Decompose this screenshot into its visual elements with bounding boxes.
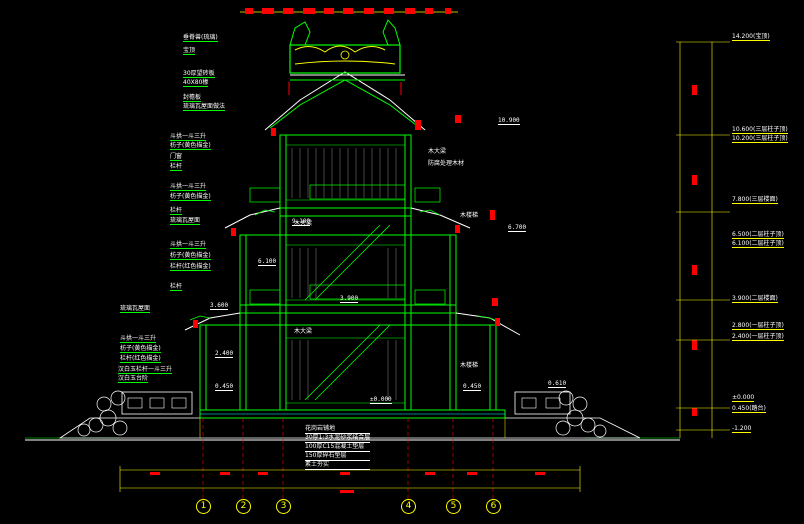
axis-bubble: 6 xyxy=(486,499,501,514)
left-label: 斗拱一斗三升 xyxy=(170,133,207,141)
level-mark: 2.400 xyxy=(215,350,234,358)
right-level: 10.200(三层柱子顶) xyxy=(732,135,788,143)
center-note: 木大梁 xyxy=(294,220,313,227)
right-level: 2.400(一层柱子顶) xyxy=(732,333,784,341)
right-level: 0.450(踏台) xyxy=(732,405,766,413)
left-label: 宝顶 xyxy=(183,47,196,55)
left-label: 栏杆(红色描金) xyxy=(170,263,211,271)
level-mark: 0.610 xyxy=(548,380,567,388)
right-level: ±0.000 xyxy=(732,394,755,402)
axis-bubble: 5 xyxy=(446,499,461,514)
building-section xyxy=(199,134,497,411)
left-label: 琉璃瓦屋面做法 xyxy=(183,103,226,111)
center-note: 木楼梯 xyxy=(460,362,479,369)
axis-bubble: 1 xyxy=(196,499,211,514)
right-level: 6.100(二层柱子顶) xyxy=(732,240,784,248)
right-level: -1.200 xyxy=(732,425,752,433)
left-label: 枋子(黄色描金) xyxy=(170,252,211,260)
left-label: 汉白玉栏杆一斗三升 xyxy=(118,366,173,374)
center-note: 木楼梯 xyxy=(460,212,479,219)
level-mark: 10.900 xyxy=(498,117,520,125)
bottom-dim-ticks xyxy=(150,472,545,493)
right-level: 10.600(三层柱子顶) xyxy=(732,126,788,134)
left-label: 40X80椽 xyxy=(183,79,209,87)
right-level: 2.800(一层柱子顶) xyxy=(732,322,784,330)
right-level: 14.200(宝顶) xyxy=(732,33,770,41)
right-level: 6.500(二层柱子顶) xyxy=(732,231,784,239)
axis-bubble: 4 xyxy=(401,499,416,514)
eave-brackets xyxy=(193,115,500,328)
left-label: 垂脊兽(琉璃) xyxy=(183,34,218,42)
left-label: 琉璃瓦屋面 xyxy=(120,305,151,313)
left-label: 栏杆 xyxy=(170,283,183,291)
center-note: 木大梁 xyxy=(428,148,447,155)
base-note: 素土夯实 xyxy=(305,461,371,470)
level-mark: ±0.000 xyxy=(370,396,392,404)
left-label: 琉璃瓦屋面 xyxy=(170,217,201,225)
right-level: 7.800(三层楼面) xyxy=(732,196,778,204)
base-note: 150厚碎石垫层 xyxy=(305,452,371,461)
base-note: 花岗岩铺地 xyxy=(305,425,371,434)
left-label: 门窗 xyxy=(170,153,183,161)
left-label: 斗拱一斗三升 xyxy=(170,241,207,249)
bottom-dimensions xyxy=(119,466,581,492)
level-mark: 3.600 xyxy=(210,302,229,310)
right-level: 3.900(二层楼面) xyxy=(732,295,778,303)
center-note: 防腐处理木材 xyxy=(428,160,465,167)
left-label: 栏杆 xyxy=(170,207,183,215)
left-label: 栏杆(红色描金) xyxy=(120,355,161,363)
base-note: 30厚1:3水泥砂浆结合层 xyxy=(305,434,371,443)
left-label: 汉白玉台阶 xyxy=(118,375,149,383)
axis-bubble: 2 xyxy=(236,499,251,514)
left-label: 封檐板 xyxy=(183,94,202,102)
base-notes: 花岗岩铺地 30厚1:3水泥砂浆结合层 100厚C15混凝土垫层 150厚碎石垫… xyxy=(305,425,371,470)
level-mark: 0.450 xyxy=(463,383,482,391)
left-label: 枋子(黄色描金) xyxy=(120,345,161,353)
level-mark: 6.100 xyxy=(258,258,277,266)
ground xyxy=(25,390,680,441)
left-label: 枋子(黄色描金) xyxy=(170,142,211,150)
left-label: 栏杆 xyxy=(170,163,183,171)
left-label: 斗拱一斗三升 xyxy=(120,335,157,343)
top-dimension-strip xyxy=(240,8,458,14)
right-elevation-dims xyxy=(676,41,730,438)
ridge-ornament xyxy=(288,19,402,95)
center-note: 木大梁 xyxy=(294,328,313,335)
roofs xyxy=(184,71,521,336)
level-mark: 6.700 xyxy=(508,224,527,232)
left-label: 枋子(黄色描金) xyxy=(170,193,211,201)
left-label: 斗拱一斗三升 xyxy=(170,183,207,191)
level-mark: 0.450 xyxy=(215,383,234,391)
level-mark: 9.100 xyxy=(292,218,311,226)
level-mark: 3.900 xyxy=(340,295,359,303)
left-label: 30厚望砖板 xyxy=(183,70,215,78)
axis-bubble: 3 xyxy=(276,499,291,514)
base-note: 100厚C15混凝土垫层 xyxy=(305,443,371,452)
